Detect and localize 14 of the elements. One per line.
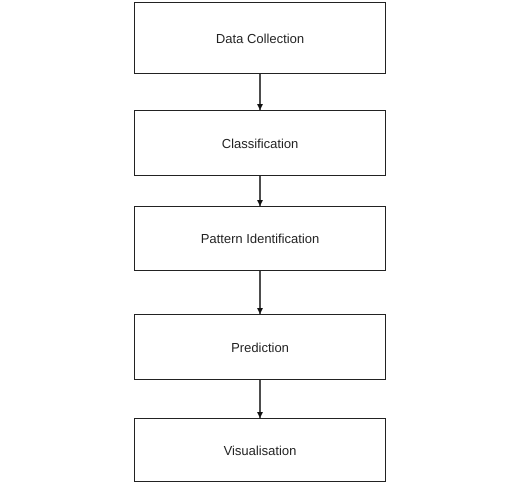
process-box bbox=[134, 314, 386, 380]
box-label: Classification bbox=[222, 136, 298, 150]
process-box bbox=[134, 418, 386, 482]
process-box bbox=[134, 206, 386, 271]
box-label: Prediction bbox=[231, 340, 289, 354]
process-box bbox=[134, 2, 386, 74]
arrow bbox=[257, 380, 263, 418]
arrow bbox=[257, 271, 263, 314]
box-label: Data Collection bbox=[216, 30, 304, 46]
process-box bbox=[134, 110, 386, 176]
box-label: Visualisation bbox=[224, 442, 296, 458]
arrow bbox=[257, 176, 263, 206]
box-label: Pattern Identification bbox=[200, 231, 320, 246]
arrow bbox=[257, 74, 263, 110]
